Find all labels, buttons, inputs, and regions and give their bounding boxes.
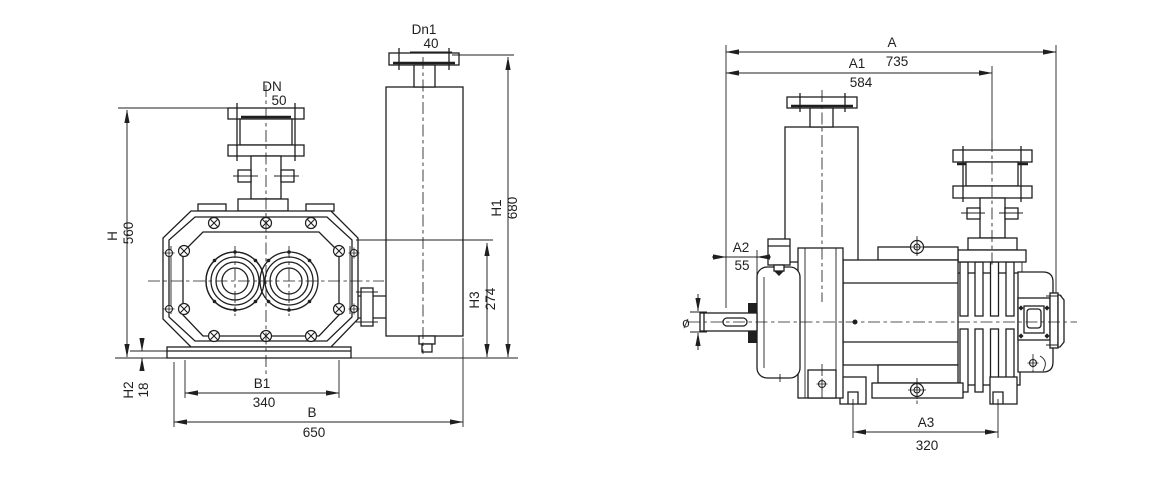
pump-body-side (842, 237, 964, 400)
dim-label-dn: DN (262, 79, 282, 94)
silencer-tank-front (385, 48, 464, 353)
dim-value-a3: 320 (916, 438, 939, 453)
dim-label-a1: A1 (849, 56, 866, 71)
dim-value-a1: 584 (850, 75, 873, 90)
dim-label-shaft-diameter: ø (679, 314, 691, 331)
silencer-tank-side (784, 93, 859, 263)
gear-end-cover (756, 238, 844, 399)
dim-label-b: B (307, 405, 316, 420)
side-view: A 735 A1 584 A2 55 A3 320 ø (679, 35, 1077, 453)
dim-label-h: H (105, 231, 120, 241)
dim-value-b1: 340 (253, 395, 276, 410)
dim-value-b: 650 (303, 425, 326, 440)
dim-label-a: A (887, 35, 896, 50)
dim-label-h3: H3 (467, 291, 482, 308)
front-centerlines (148, 57, 424, 374)
cooling-fins (954, 261, 1021, 393)
pump-base-front (166, 346, 352, 359)
front-dimensions: DN 50 Dn1 40 H 560 H1 680 H3 274 H2 18 B… (105, 22, 520, 440)
dim-value-dn: 50 (271, 93, 286, 108)
inlet-flange-side (952, 146, 1033, 251)
dim-label-a3: A3 (918, 415, 935, 430)
dim-label-h2: H2 (121, 381, 136, 398)
discharge-flange (356, 287, 386, 327)
dim-label-h1: H1 (489, 199, 504, 216)
side-centerlines (688, 90, 1077, 404)
dim-label-dn1: Dn1 (412, 22, 437, 37)
dim-label-b1: B1 (254, 376, 271, 391)
dim-value-h1: 680 (505, 197, 520, 220)
drive-shaft (699, 303, 758, 343)
dim-value-a: 735 (886, 54, 909, 69)
dim-label-a2: A2 (733, 240, 750, 255)
dim-value-h3: 274 (483, 287, 498, 310)
dim-value-dn1: 40 (423, 36, 438, 51)
rear-end-housing (1017, 262, 1065, 373)
front-view: DN 50 Dn1 40 H 560 H1 680 H3 274 H2 18 B… (105, 22, 520, 440)
dim-value-h: 560 (121, 222, 136, 245)
dim-value-a2: 55 (734, 258, 749, 273)
dim-value-h2: 18 (136, 382, 151, 397)
